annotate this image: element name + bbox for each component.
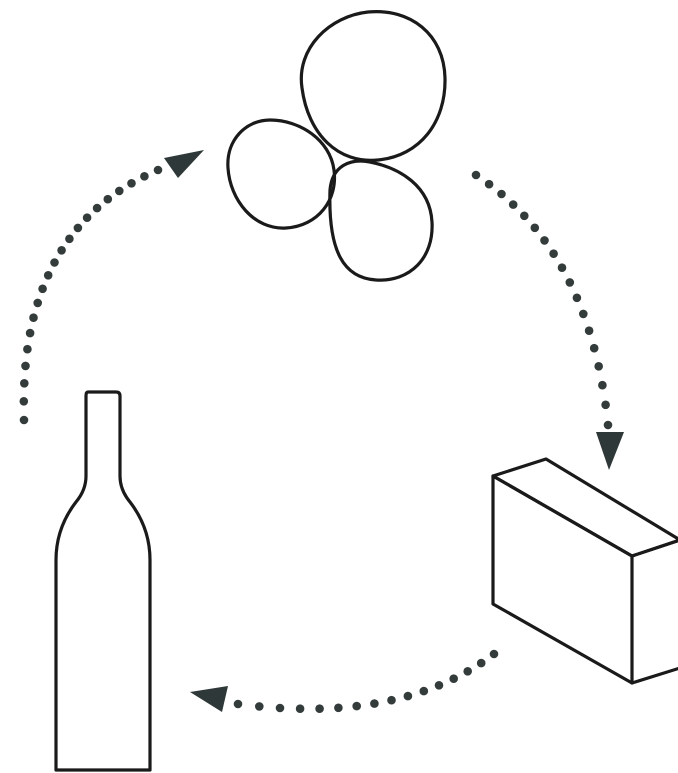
arrow-dot bbox=[598, 380, 607, 390]
arrow-dot bbox=[33, 298, 42, 308]
arrow-dot bbox=[115, 186, 124, 196]
arrow-dot bbox=[584, 326, 594, 336]
arrow-dot bbox=[295, 704, 305, 713]
arrow-dot bbox=[463, 667, 473, 676]
arrow-dot bbox=[38, 284, 47, 294]
arrow-dot bbox=[50, 258, 59, 267]
arrow-dot bbox=[601, 400, 610, 410]
arrow-dot bbox=[370, 699, 379, 708]
arrow-dot bbox=[20, 379, 29, 388]
arrow-dot bbox=[476, 658, 486, 668]
arrow-dot bbox=[419, 686, 429, 696]
arrow-dot bbox=[23, 344, 32, 354]
arrowhead-to-box bbox=[596, 432, 624, 470]
arrow-dot bbox=[489, 649, 499, 659]
arrow-dot bbox=[19, 397, 29, 406]
arrow-dot bbox=[65, 234, 74, 244]
arrow-dot bbox=[140, 172, 149, 181]
arrow-dot bbox=[508, 200, 518, 209]
arrow-dot bbox=[92, 203, 102, 213]
arrow-dot bbox=[579, 309, 588, 319]
box-icon bbox=[491, 457, 678, 685]
arrow-dot bbox=[572, 293, 582, 303]
arrow-dot bbox=[43, 271, 53, 280]
arrow-dot bbox=[549, 249, 558, 258]
arrow-dot bbox=[589, 343, 599, 353]
arrow-dot bbox=[484, 179, 494, 189]
arrow-dot bbox=[540, 236, 549, 245]
arrow-dot bbox=[530, 223, 540, 233]
arrow-dot bbox=[21, 361, 30, 371]
arrow-dot bbox=[557, 263, 567, 273]
arrow-dot bbox=[233, 699, 243, 709]
arrow-stones-to-box bbox=[471, 170, 613, 430]
arrow-dot bbox=[275, 703, 285, 713]
arrow-dot bbox=[520, 211, 529, 221]
arrow-dot bbox=[57, 246, 66, 255]
box-front-face bbox=[491, 474, 634, 685]
arrow-dot bbox=[19, 415, 29, 425]
arrow-dot bbox=[254, 702, 264, 711]
arrow-dot bbox=[565, 278, 575, 287]
stone-large bbox=[299, 10, 447, 162]
stone-bottom bbox=[328, 159, 434, 282]
arrow-dot bbox=[334, 703, 343, 713]
arrow-dot bbox=[153, 165, 163, 175]
arrow-dot bbox=[387, 695, 396, 705]
box-top-face bbox=[491, 457, 678, 558]
arrow-dot bbox=[315, 704, 324, 713]
arrow-dot bbox=[471, 170, 481, 180]
arrow-dot bbox=[29, 313, 38, 323]
arrowhead-to-stones bbox=[164, 150, 204, 178]
box-side-face bbox=[630, 538, 678, 685]
arrow-box-to-bottle bbox=[233, 649, 499, 713]
arrow-dot bbox=[127, 179, 136, 188]
bottle-outline bbox=[54, 390, 152, 772]
bottle-icon bbox=[54, 390, 152, 772]
arrow-dot bbox=[73, 223, 83, 233]
arrow-dot bbox=[603, 420, 613, 430]
arrowhead-to-bottle bbox=[190, 686, 228, 712]
arrow-dot bbox=[82, 213, 92, 222]
arrow-dot bbox=[497, 189, 506, 199]
stones-icon bbox=[226, 10, 447, 282]
arrow-dot bbox=[594, 362, 603, 371]
arrow-dot bbox=[352, 701, 362, 711]
arrow-dot bbox=[25, 328, 35, 338]
arrow-dot bbox=[434, 681, 444, 690]
arrow-bottle-to-stones bbox=[19, 165, 163, 425]
arrow-dot bbox=[403, 691, 413, 701]
arrow-dot bbox=[449, 674, 459, 683]
arrow-dot bbox=[103, 194, 113, 204]
stone-left bbox=[226, 118, 337, 230]
